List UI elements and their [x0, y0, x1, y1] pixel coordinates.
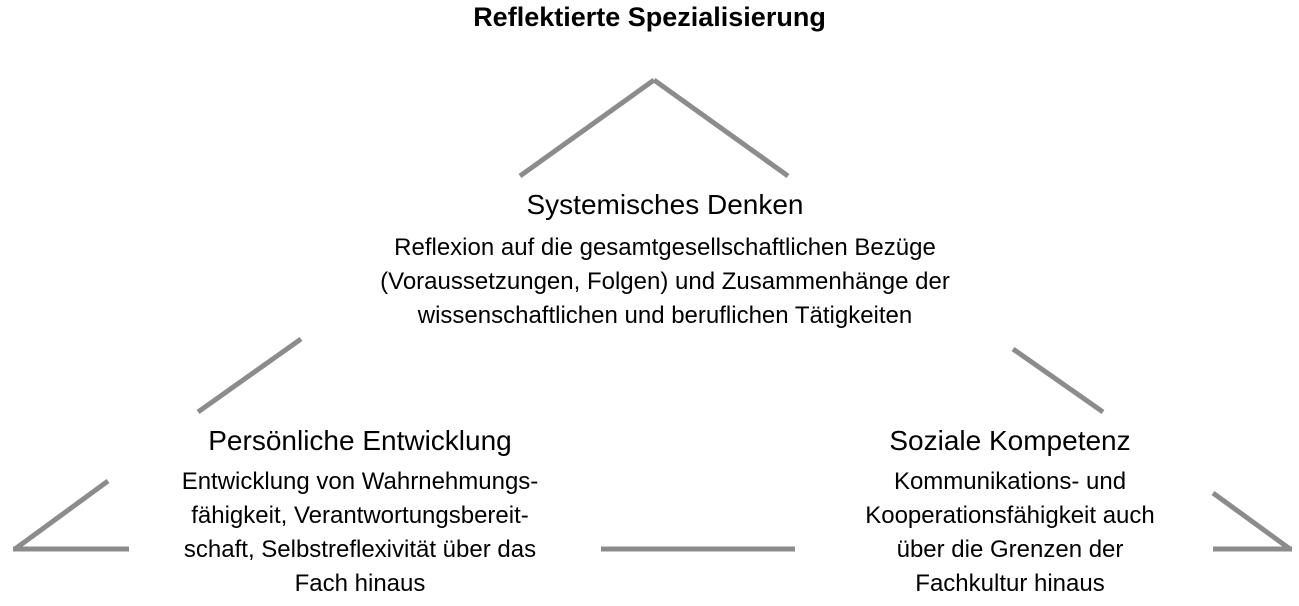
node-heading: Systemisches Denken: [526, 189, 804, 220]
node-heading: Persönliche Entwicklung: [208, 425, 512, 456]
apex-right-edge: [652, 77, 790, 179]
node-heading: Soziale Kompetenz: [889, 425, 1131, 456]
description-line: Fachkultur hinaus: [915, 570, 1105, 597]
left-edge-middle: [196, 336, 303, 415]
apex-left-edge: [518, 77, 656, 179]
description-line: Entwicklung von Wahrnehmungs-: [181, 468, 539, 495]
node-description: Kommunikations- und Kooperationsfähigkei…: [790, 465, 1230, 601]
diagram-title: Reflektierte Spezialisierung: [473, 2, 826, 32]
description-line: Reflexion auf die gesamtgesellschaftlich…: [394, 234, 936, 261]
right-edge-middle: [1011, 346, 1105, 415]
node-systemic-thinking: Systemisches Denken Reflexion auf die ge…: [250, 188, 1080, 333]
node-social-competence: Soziale Kompetenz Kommunikations- und Ko…: [790, 424, 1230, 601]
right-corner-diagonal: [1211, 490, 1292, 552]
description-line: Kommunikations- und: [893, 468, 1127, 495]
description-line: über die Grenzen der: [896, 536, 1124, 563]
description-line: (Voraussetzungen, Folgen) und Zusammenhä…: [380, 268, 950, 295]
node-description: Reflexion auf die gesamtgesellschaftlich…: [250, 231, 1080, 333]
description-line: schaft, Selbstreflexivität über das: [183, 536, 537, 563]
description-line: Kooperationsfähigkeit auch: [865, 502, 1155, 529]
node-personal-development: Persönliche Entwicklung Entwicklung von …: [110, 424, 610, 601]
description-line: wissenschaftlichen und beruflichen Tätig…: [417, 302, 913, 329]
node-description: Entwicklung von Wahrnehmungs- fähigkeit,…: [110, 465, 610, 601]
left-corner-diagonal: [13, 478, 110, 552]
description-line: fähigkeit, Verantwortungsbereit-: [191, 502, 529, 529]
description-line: Fach hinaus: [294, 570, 426, 597]
